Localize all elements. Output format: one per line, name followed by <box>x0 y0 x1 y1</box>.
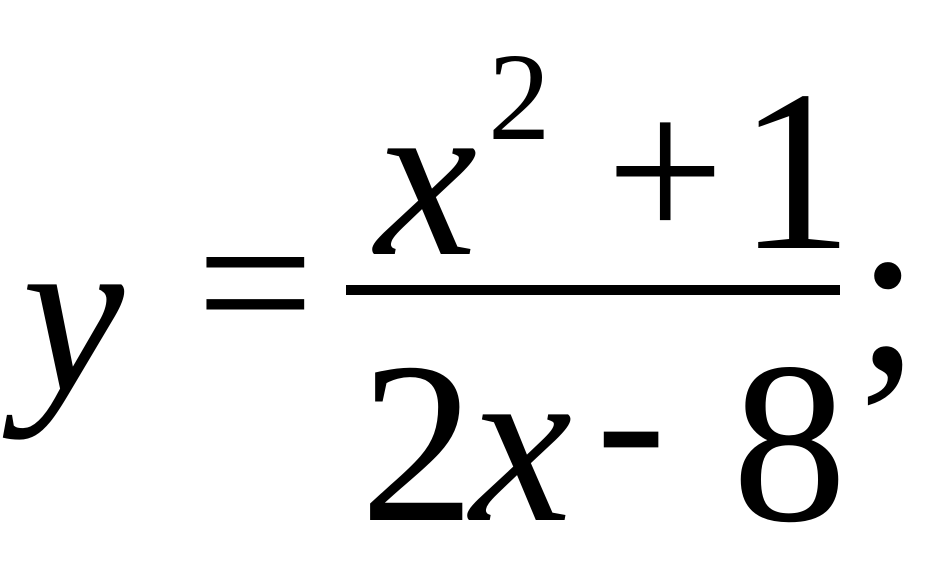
numerator-constant: 1 <box>738 43 853 298</box>
fraction-bar <box>346 285 840 295</box>
semicolon: ; <box>856 165 920 420</box>
denominator-coefficient: 2 <box>360 315 475 570</box>
denominator-minus-operator: - <box>596 303 666 535</box>
equals-sign: = <box>196 167 315 399</box>
numerator-plus-operator: + <box>606 55 725 287</box>
denominator-variable: x <box>470 315 573 570</box>
lhs-variable: y <box>22 185 125 440</box>
numerator-exponent: 2 <box>488 29 551 167</box>
denominator-constant: 8 <box>732 315 847 570</box>
math-formula: y = x 2 + 1 2 x - 8 ; <box>22 29 920 558</box>
numerator-variable: x <box>375 49 478 304</box>
